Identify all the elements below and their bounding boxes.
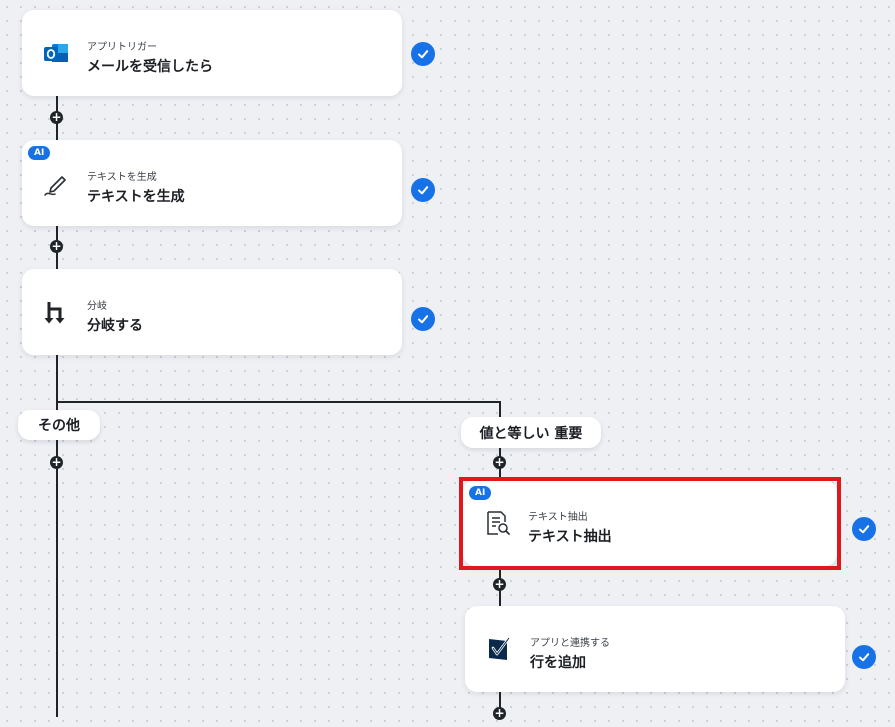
step-card-branch[interactable]: 分岐 分岐する: [22, 269, 402, 355]
add-step-button[interactable]: +: [493, 455, 506, 469]
add-step-button[interactable]: +: [493, 577, 506, 591]
add-step-button[interactable]: +: [50, 455, 63, 469]
pen-icon: [42, 169, 70, 197]
step-title: メールを受信したら: [87, 59, 213, 75]
step-subtitle: 分岐: [87, 301, 107, 312]
document-search-icon: [483, 509, 511, 537]
step-subtitle: テキストを生成: [87, 172, 157, 183]
step-card-generate-text[interactable]: AI テキストを生成 テキストを生成: [22, 140, 402, 226]
highlight-box: [459, 477, 841, 570]
connector-line-branch: [499, 690, 501, 710]
branch-icon: [42, 298, 70, 326]
smartsheet-icon: [485, 635, 513, 663]
check-icon: [411, 42, 435, 66]
ai-badge: AI: [469, 486, 492, 500]
step-subtitle: テキスト抽出: [528, 512, 588, 523]
connector-line-main: [56, 355, 58, 717]
branch-label-condition[interactable]: 値と等しい 重要: [461, 417, 601, 448]
step-title: 分岐する: [87, 318, 143, 334]
check-icon: [411, 178, 435, 202]
check-icon: [411, 307, 435, 331]
step-subtitle: アプリトリガー: [87, 42, 157, 53]
step-subtitle: アプリと連携する: [530, 638, 610, 649]
branch-label-other[interactable]: その他: [18, 410, 100, 440]
outlook-icon: [42, 39, 70, 67]
check-icon: [852, 645, 876, 669]
step-title: テキスト抽出: [528, 529, 612, 545]
step-title: テキストを生成: [87, 189, 185, 205]
add-step-button[interactable]: +: [50, 239, 63, 253]
step-card-mail-trigger[interactable]: アプリトリガー メールを受信したら: [22, 10, 402, 96]
add-step-button[interactable]: +: [493, 706, 506, 720]
check-icon: [852, 517, 876, 541]
step-card-extract-text[interactable]: AI テキスト抽出 テキスト抽出: [463, 480, 837, 566]
ai-badge: AI: [28, 146, 51, 160]
connector-line-branch-horizontal: [56, 401, 501, 403]
step-card-add-row[interactable]: アプリと連携する 行を追加: [465, 606, 845, 692]
add-step-button[interactable]: +: [50, 110, 63, 124]
step-title: 行を追加: [530, 655, 586, 671]
